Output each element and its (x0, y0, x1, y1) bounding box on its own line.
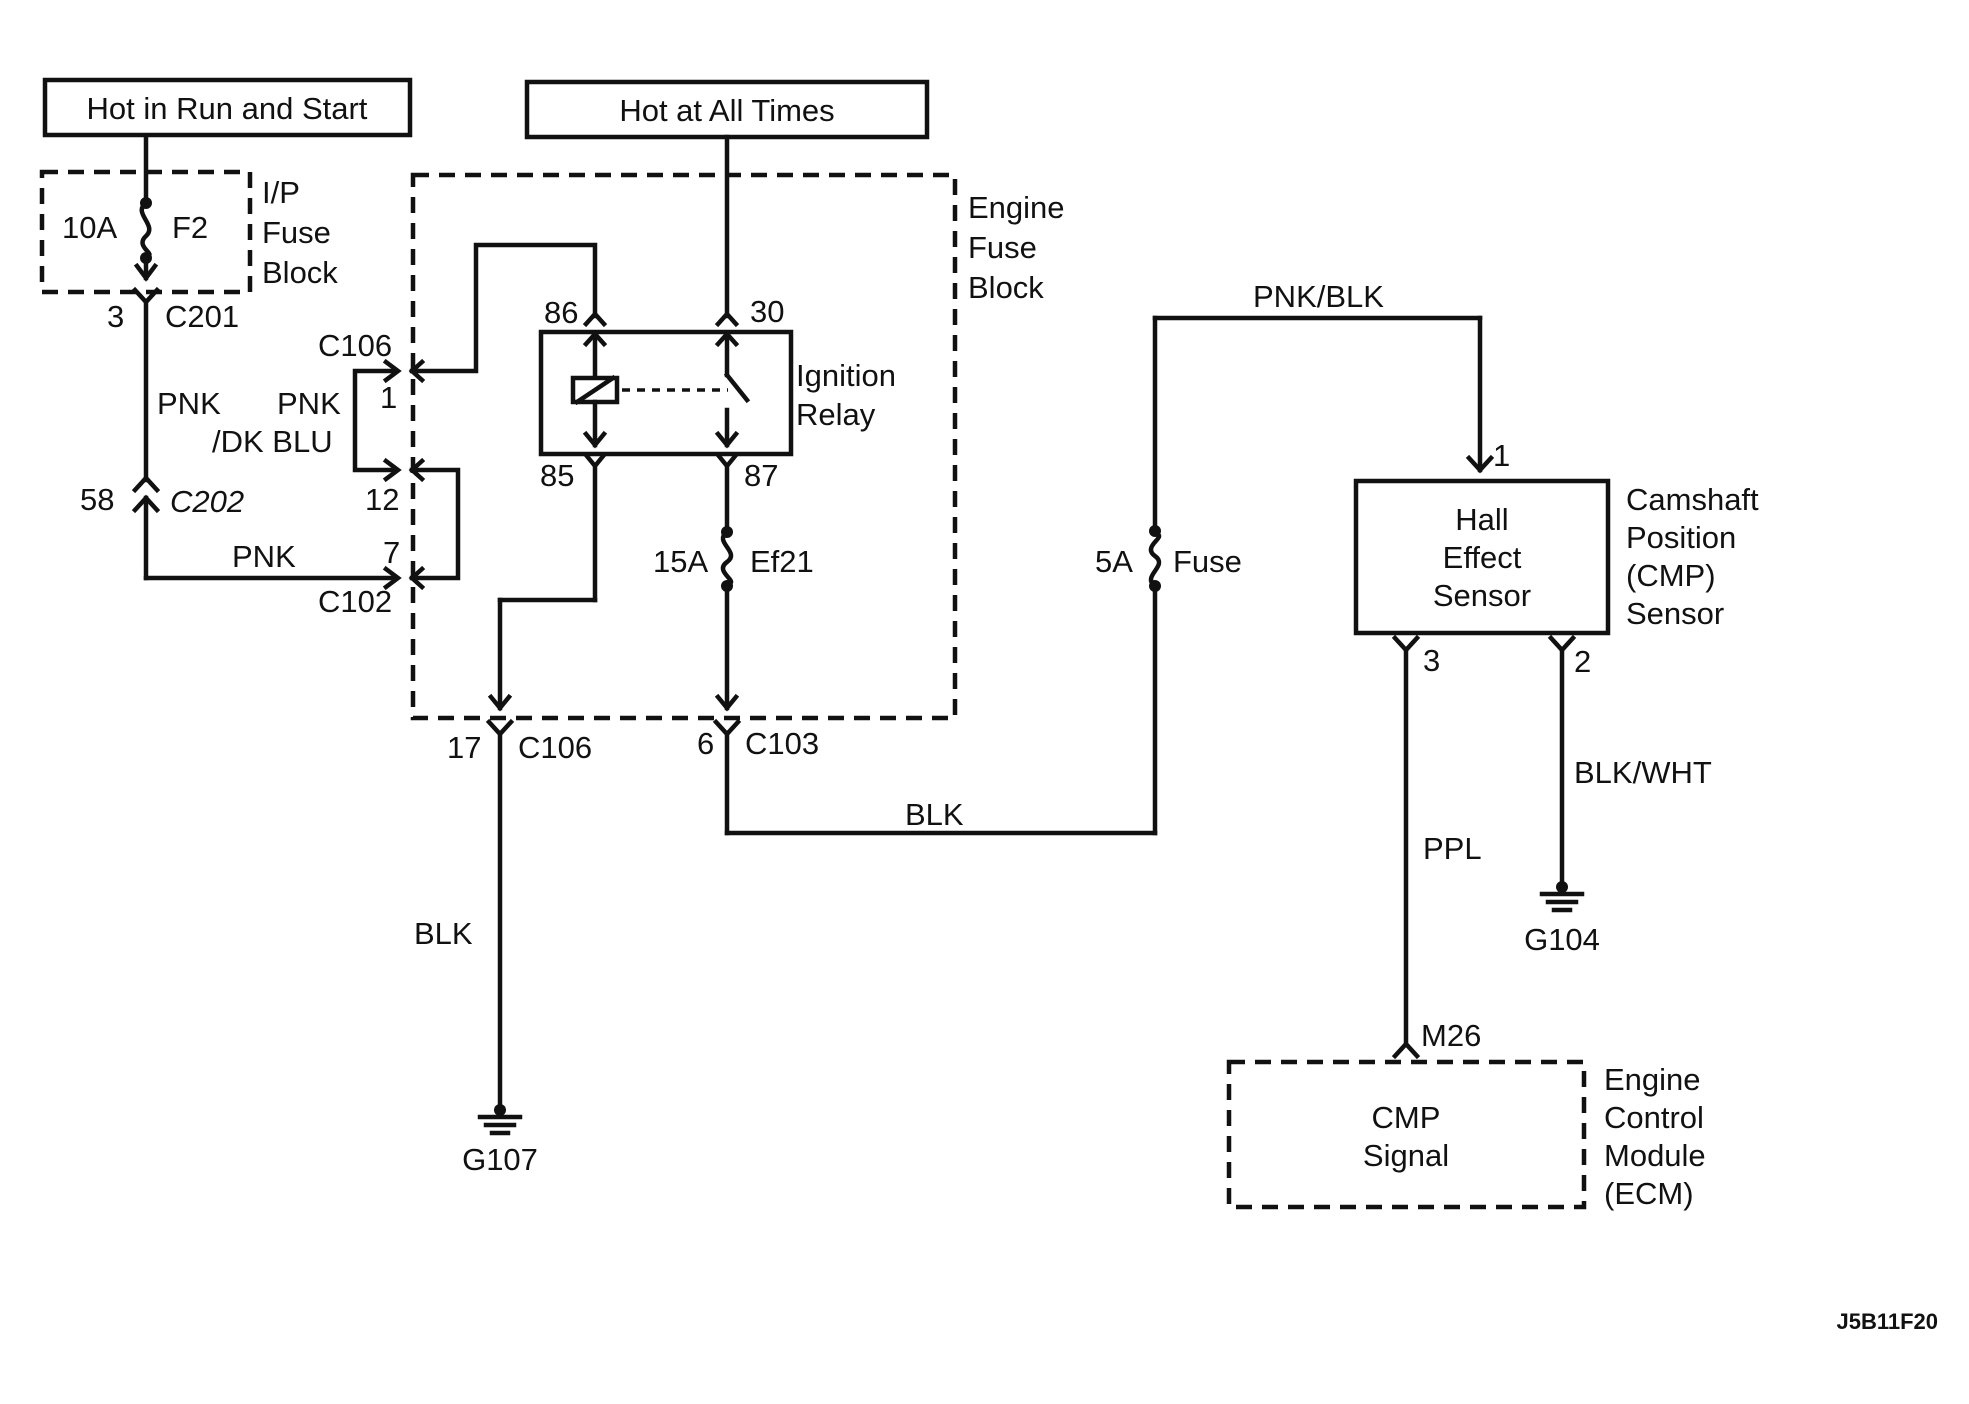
c201-pin: 3 (107, 299, 124, 334)
hall-effect-sensor-box (1353, 478, 1611, 636)
sensor-label-1: Camshaft (1626, 482, 1759, 517)
wire-pnk-dk-blu-label-2: /DK BLU (212, 424, 333, 459)
sensor-inner-1: Hall (1455, 502, 1508, 537)
wire-blk-fuse-label: BLK (905, 797, 964, 832)
wire-fuse-to-sensor (1148, 315, 1495, 836)
sensor-label-3: (CMP) (1626, 558, 1716, 593)
wire-blk-wht-label: BLK/WHT (1574, 755, 1712, 790)
engine-fuse-block-label-2: Fuse (968, 230, 1037, 265)
c103-label: C103 (745, 726, 819, 761)
c106-top-label: C106 (318, 328, 392, 363)
ecm-inner-2: Signal (1363, 1138, 1449, 1173)
fuse-5a-name: Fuse (1173, 544, 1242, 579)
connector-c103 (712, 718, 1158, 836)
c202-label: C202 (170, 484, 244, 519)
hot-all-times-label: Hot at All Times (619, 93, 834, 128)
ecm-inner-1: CMP (1372, 1100, 1441, 1135)
ground-g104-label: G104 (1524, 922, 1600, 957)
ecm-label-4: (ECM) (1604, 1176, 1694, 1211)
wire-pnk-dk-blu-label-1: PNK (277, 386, 341, 421)
wire-internal-c106 (408, 242, 598, 591)
sensor-inner-2: Effect (1443, 540, 1522, 575)
ecm-label-1: Engine (1604, 1062, 1701, 1097)
ip-fuse-block-label-3: Block (262, 255, 338, 290)
sensor-inner-3: Sensor (1433, 578, 1531, 613)
c201-label: C201 (165, 299, 239, 334)
c102-label: C102 (318, 584, 392, 619)
fuse-5a-rating: 5A (1095, 544, 1133, 579)
ecm-label-3: Module (1604, 1138, 1706, 1173)
hot-run-start-label: Hot in Run and Start (87, 91, 368, 126)
engine-fuse-block-outline (410, 172, 958, 721)
ground-g104-icon (1539, 881, 1585, 913)
sensor-label-2: Position (1626, 520, 1736, 555)
connector-c106-bottom (485, 718, 515, 1113)
connector-c201 (131, 286, 161, 483)
wire-pnk-blk-label: PNK/BLK (1253, 279, 1384, 314)
fuse-f2-name: F2 (172, 210, 208, 245)
c106-pin1: 1 (380, 380, 397, 415)
wire-blk-wht (1547, 634, 1577, 890)
wire-blk-ground-label: BLK (414, 916, 473, 951)
hot-run-start-box (42, 77, 413, 138)
c103-pin: 6 (697, 726, 714, 761)
ip-fuse-block-label-1: I/P (262, 175, 300, 210)
c106-pin12: 12 (365, 482, 399, 517)
c202-pin: 58 (80, 482, 114, 517)
relay-pin-85: 85 (540, 458, 574, 493)
fuse-ef21-name: Ef21 (750, 544, 814, 579)
connector-c202 (131, 474, 398, 581)
c102-pin: 7 (383, 535, 400, 570)
ground-g107-icon (477, 1104, 523, 1136)
c106-bottom-pin: 17 (447, 730, 481, 765)
relay-pin-30: 30 (750, 294, 784, 329)
wire-ppl-label: PPL (1423, 831, 1482, 866)
relay-switch-icon (714, 134, 751, 712)
wire-ppl (1391, 634, 1421, 1060)
engine-fuse-block-label-3: Block (968, 270, 1044, 305)
engine-fuse-block-label-1: Engine (968, 190, 1065, 225)
ecm-pin-m26: M26 (1421, 1018, 1481, 1053)
wire-pnk-upper-label: PNK (157, 386, 221, 421)
wire-pnk-dk-blu (352, 358, 402, 591)
sensor-label-4: Sensor (1626, 596, 1724, 631)
sensor-pin-2: 2 (1574, 644, 1591, 679)
sensor-pin-1: 1 (1493, 438, 1510, 473)
relay-label-2: Relay (796, 397, 876, 432)
ecm-label-2: Control (1604, 1100, 1704, 1135)
wire-run-start-to-f2 (133, 134, 159, 282)
relay-label-1: Ignition (796, 358, 896, 393)
wire-pnk-lower-label: PNK (232, 539, 296, 574)
c106-bottom-label: C106 (518, 730, 592, 765)
relay-pin-86: 86 (544, 295, 578, 330)
ip-fuse-block-label-2: Fuse (262, 215, 331, 250)
ecm-outline (1226, 1059, 1587, 1210)
figure-id: J5B11F20 (1836, 1309, 1938, 1334)
relay-pin-87: 87 (744, 458, 778, 493)
fuse-ef21-rating: 15A (653, 544, 708, 579)
ground-g107-label: G107 (462, 1142, 538, 1177)
sensor-pin-3: 3 (1423, 643, 1440, 678)
fuse-f2-rating: 10A (62, 210, 117, 245)
relay-coil-icon (487, 310, 620, 712)
